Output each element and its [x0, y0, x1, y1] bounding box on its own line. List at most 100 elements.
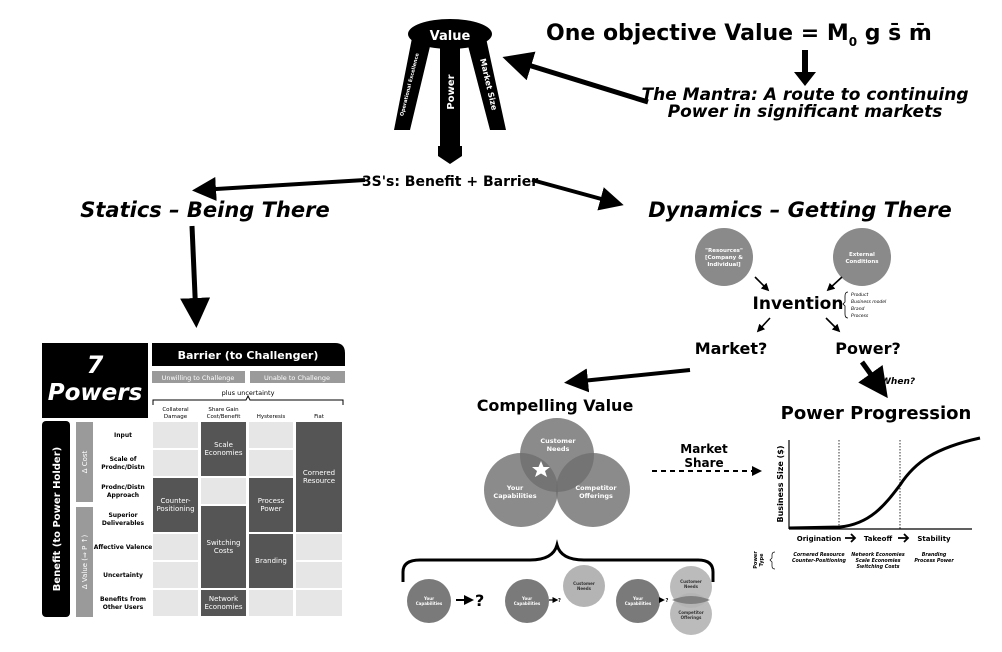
power-name: Counter- — [160, 497, 191, 505]
stool-seat — [408, 19, 492, 49]
formula-suffix: g s̄ m̄ — [857, 21, 932, 46]
scenario1-capabilities-label-2: Capabilities — [416, 601, 443, 606]
unable-band — [250, 371, 345, 383]
chevron-down-icon — [438, 146, 462, 164]
power-name: Cornered — [303, 469, 335, 477]
external-label-1: External — [849, 252, 875, 258]
power-name: Power — [260, 505, 281, 513]
row-label: Deliverables — [102, 520, 145, 527]
grid-cell — [153, 562, 198, 588]
market-share-label-2: Share — [684, 456, 723, 470]
stage-takeoff: Takeoff — [864, 535, 893, 543]
stage-origination: Origination — [797, 535, 841, 543]
scenario1-capabilities-label-1: Your — [423, 596, 434, 601]
power-name: Costs — [214, 547, 234, 555]
invention-type-brand: Brand — [851, 306, 865, 312]
delta-cost-label: Δ Cost — [81, 450, 89, 473]
row-label: Affective Valence — [94, 544, 153, 551]
invention-type-product: Product — [851, 292, 868, 298]
uncertainty-brace — [152, 394, 344, 405]
row-label: Scale of — [110, 456, 137, 463]
power-name: Process — [258, 497, 285, 505]
seven-powers-title-box — [42, 343, 148, 418]
down-arrow-icon — [794, 50, 816, 86]
objective-value-formula: One objective Value = M0 g s̄ m̄ — [546, 21, 932, 49]
scenario3-question: ? — [666, 598, 669, 604]
arrow-power-to-progression — [858, 360, 888, 399]
arrow-resources-to-invention — [754, 276, 770, 292]
stage-power-type: Network Economies — [851, 552, 905, 558]
value-stool: Value Operational Excellence Power Marke… — [394, 19, 506, 164]
arrow-external-to-invention — [826, 276, 843, 292]
grid-cell — [249, 590, 293, 616]
power-type-label-2: Type — [759, 553, 765, 567]
grid-cell — [249, 450, 293, 476]
seven-powers-title-number: 7 — [87, 351, 104, 379]
mantra-line-1: The Mantra: A route to continuing — [642, 85, 969, 105]
formula-subscript: 0 — [849, 35, 857, 49]
scenario3-competitor-circle — [670, 593, 712, 635]
arrow-right-icon — [845, 533, 857, 543]
row-label: Prodnc/Distn — [101, 464, 145, 471]
formula-prefix: One objective Value = M — [546, 21, 849, 46]
row-label: Approach — [107, 492, 139, 499]
scenario2-capabilities-circle — [505, 579, 549, 623]
power-name: Scale — [214, 441, 233, 449]
scenario2-customer-needs-label-2: Needs — [577, 586, 592, 591]
your-capabilities-label-2: Capabilities — [493, 492, 536, 500]
column-header: Collateral — [162, 407, 189, 413]
compelling-value-section: Compelling Value Customer Needs Your Cap… — [401, 396, 762, 582]
power-name: Resource — [303, 477, 335, 485]
competitor-offerings-label-2: Offerings — [579, 492, 613, 500]
row-label: Benefits from — [100, 596, 146, 603]
stage-stability: Stability — [917, 535, 951, 543]
column-header: Fiat — [314, 414, 325, 420]
scenario3-capabilities-label-1: Your — [632, 596, 643, 601]
unwilling-band — [152, 371, 245, 383]
dynamics-title: Dynamics – Getting There — [648, 198, 952, 222]
stool-leg-market-size — [466, 38, 506, 130]
stool-leg-operational-excellence — [394, 38, 432, 130]
when-question: When? — [881, 377, 915, 387]
arrow-to-dynamics — [531, 178, 624, 211]
column-header: Share Gain — [208, 407, 239, 413]
scenario1-question: ? — [475, 591, 484, 610]
stage-power-type: Process Power — [914, 558, 954, 564]
market-share-label-1: Market — [680, 442, 728, 456]
power-block — [201, 590, 246, 616]
benefit-header-box — [42, 421, 70, 617]
power-block — [296, 422, 342, 532]
scenario3-competitor-label-2: Offerings — [681, 615, 702, 620]
power-block — [201, 422, 246, 476]
scenario2-capabilities-label-1: Your — [521, 596, 532, 601]
grid-cell — [153, 534, 198, 560]
competitor-offerings-circle — [556, 453, 630, 527]
invention-type-business-model: Business model — [851, 299, 887, 305]
resources-label-3: Individual] — [707, 262, 741, 268]
external-label-2: Conditions — [845, 259, 879, 265]
power-block — [249, 534, 293, 588]
power-block — [249, 478, 293, 532]
grid-cell — [296, 562, 342, 588]
column-header: Cost/Benefit — [207, 414, 242, 420]
grid-cell — [201, 478, 246, 504]
plus-uncertainty-label: plus uncertainty — [222, 389, 275, 397]
column-header: Hysteresis — [257, 414, 286, 420]
power-block — [201, 506, 246, 588]
grid-cell — [296, 534, 342, 560]
power-name: Positioning — [156, 505, 194, 513]
scenario2-capabilities-label-2: Capabilities — [514, 601, 541, 606]
scenario2-customer-needs-circle — [563, 565, 605, 607]
power-block — [153, 478, 198, 532]
mantra-to-value-arrow — [502, 51, 649, 105]
grid-cell — [249, 422, 293, 448]
power-name: Economies — [205, 449, 243, 457]
power-name: Branding — [255, 557, 287, 565]
column-header: Damage — [164, 414, 188, 420]
power-type-brace — [769, 551, 776, 570]
delta-cost-band — [76, 422, 93, 502]
star-icon — [532, 461, 550, 477]
stage-power-type: Switching Costs — [856, 564, 899, 570]
grid-cell — [153, 422, 198, 448]
invention-type-process: Process — [851, 313, 869, 319]
